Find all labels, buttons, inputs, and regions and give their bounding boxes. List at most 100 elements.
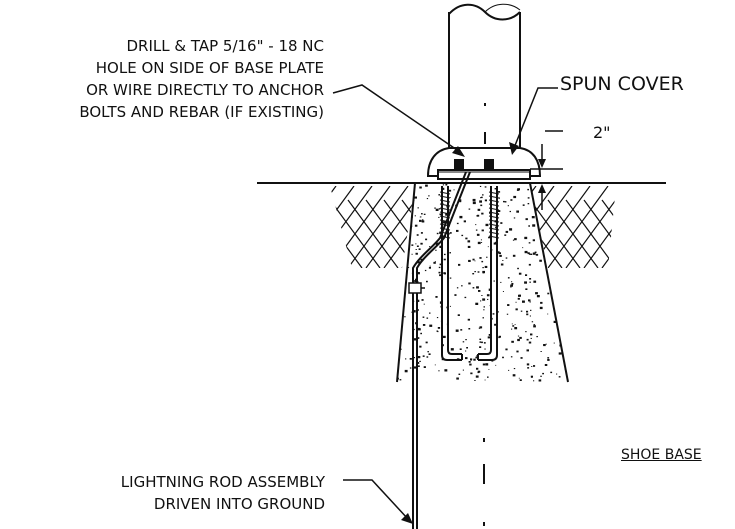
concrete-speck: [479, 338, 482, 340]
concrete-speck: [439, 274, 442, 277]
concrete-speck: [524, 250, 528, 254]
concrete-speck: [482, 267, 484, 269]
concrete-speck: [526, 338, 529, 341]
concrete-speck: [467, 245, 471, 248]
concrete-speck: [425, 341, 428, 344]
concrete-speck: [515, 308, 518, 311]
thread-mark: [439, 203, 451, 207]
concrete-speck: [483, 342, 486, 344]
concrete-speck: [413, 338, 416, 341]
leader-lightning-rod: [343, 479, 413, 524]
concrete-speck: [512, 254, 516, 257]
concrete-speck: [479, 346, 482, 348]
concrete-speck: [486, 294, 490, 297]
concrete-speck: [472, 287, 475, 289]
concrete-speck: [404, 316, 406, 318]
concrete-speck: [479, 185, 482, 187]
concrete-speck: [553, 223, 557, 226]
note-drill-tap-line: BOLTS AND REBAR (IF EXISTING): [79, 103, 324, 121]
concrete-speck: [421, 299, 424, 301]
concrete-speck: [510, 356, 513, 358]
concrete-speck: [564, 215, 567, 217]
concrete-speck: [510, 284, 513, 287]
concrete-speck: [439, 213, 442, 216]
concrete-speck: [458, 199, 462, 202]
concrete-speck: [509, 228, 513, 231]
concrete-speck: [503, 200, 505, 203]
thread-mark: [439, 191, 451, 195]
concrete-speck: [497, 210, 501, 212]
concrete-speck: [417, 356, 421, 359]
concrete-speck: [560, 230, 563, 233]
concrete-speck: [416, 234, 419, 236]
thread-mark: [488, 199, 500, 203]
concrete-speck: [484, 379, 486, 381]
concrete-speck: [505, 348, 508, 351]
concrete-speck: [455, 329, 459, 332]
concrete-speck: [529, 315, 531, 317]
concrete-speck: [411, 244, 414, 246]
concrete-speck: [488, 369, 490, 370]
concrete-speck: [548, 269, 550, 270]
concrete-speck: [465, 357, 468, 360]
concrete-speck: [420, 242, 423, 245]
concrete-speck: [397, 255, 400, 257]
concrete-speck: [414, 196, 417, 199]
concrete-speck: [477, 241, 481, 245]
hatch-line: [222, 200, 272, 268]
concrete-speck: [400, 348, 402, 350]
concrete-speck: [492, 313, 495, 315]
concrete-speck: [416, 245, 419, 247]
anchor-bolts: [441, 186, 498, 361]
concrete-speck: [457, 314, 460, 316]
concrete-speck: [450, 348, 454, 351]
hatch-line: [422, 186, 482, 268]
concrete-speck: [418, 248, 421, 250]
concrete-speck: [407, 267, 410, 268]
concrete-footing: [396, 182, 571, 383]
concrete-speck: [493, 280, 495, 282]
concrete-speck: [480, 197, 482, 199]
concrete-speck: [474, 380, 476, 381]
concrete-speck: [459, 200, 462, 203]
concrete-speck: [456, 229, 459, 232]
hatch-line: [530, 186, 555, 268]
hatch-line: [222, 186, 282, 268]
concrete-speck: [484, 265, 488, 268]
concrete-speck: [472, 258, 475, 261]
concrete-speck: [456, 222, 459, 225]
hatch-line: [330, 186, 373, 268]
concrete-speck: [568, 315, 569, 316]
concrete-speck: [558, 352, 562, 355]
thread-mark: [439, 199, 451, 203]
note-drill-tap-line: DRILL & TAP 5/16" - 18 NC: [126, 37, 325, 55]
concrete-speck: [547, 357, 550, 359]
concrete-speck: [462, 341, 465, 343]
concrete-speck: [514, 327, 518, 330]
concrete-speck: [527, 203, 530, 205]
thread-mark: [488, 219, 500, 223]
concrete-speck: [568, 310, 571, 312]
concrete-speck: [476, 367, 479, 370]
concrete-speck: [495, 364, 497, 366]
concrete-speck: [468, 208, 471, 210]
concrete-speck: [494, 323, 497, 326]
concrete-speck: [417, 261, 421, 264]
concrete-speck: [436, 317, 439, 319]
thread-mark: [488, 215, 500, 219]
concrete-speck: [443, 258, 446, 261]
concrete-speck: [511, 283, 514, 285]
concrete-speck: [526, 310, 529, 313]
concrete-speck: [534, 251, 537, 253]
concrete-speck: [399, 251, 401, 253]
concrete-speck: [481, 260, 484, 263]
concrete-speck: [470, 358, 473, 361]
concrete-speck: [504, 201, 507, 203]
concrete-speck: [532, 252, 536, 255]
concrete-speck: [477, 214, 480, 217]
concrete-speck: [397, 377, 399, 380]
concrete-speck: [507, 304, 510, 306]
concrete-speck: [469, 363, 472, 366]
concrete-speck: [435, 243, 438, 246]
concrete-speck: [507, 205, 509, 207]
